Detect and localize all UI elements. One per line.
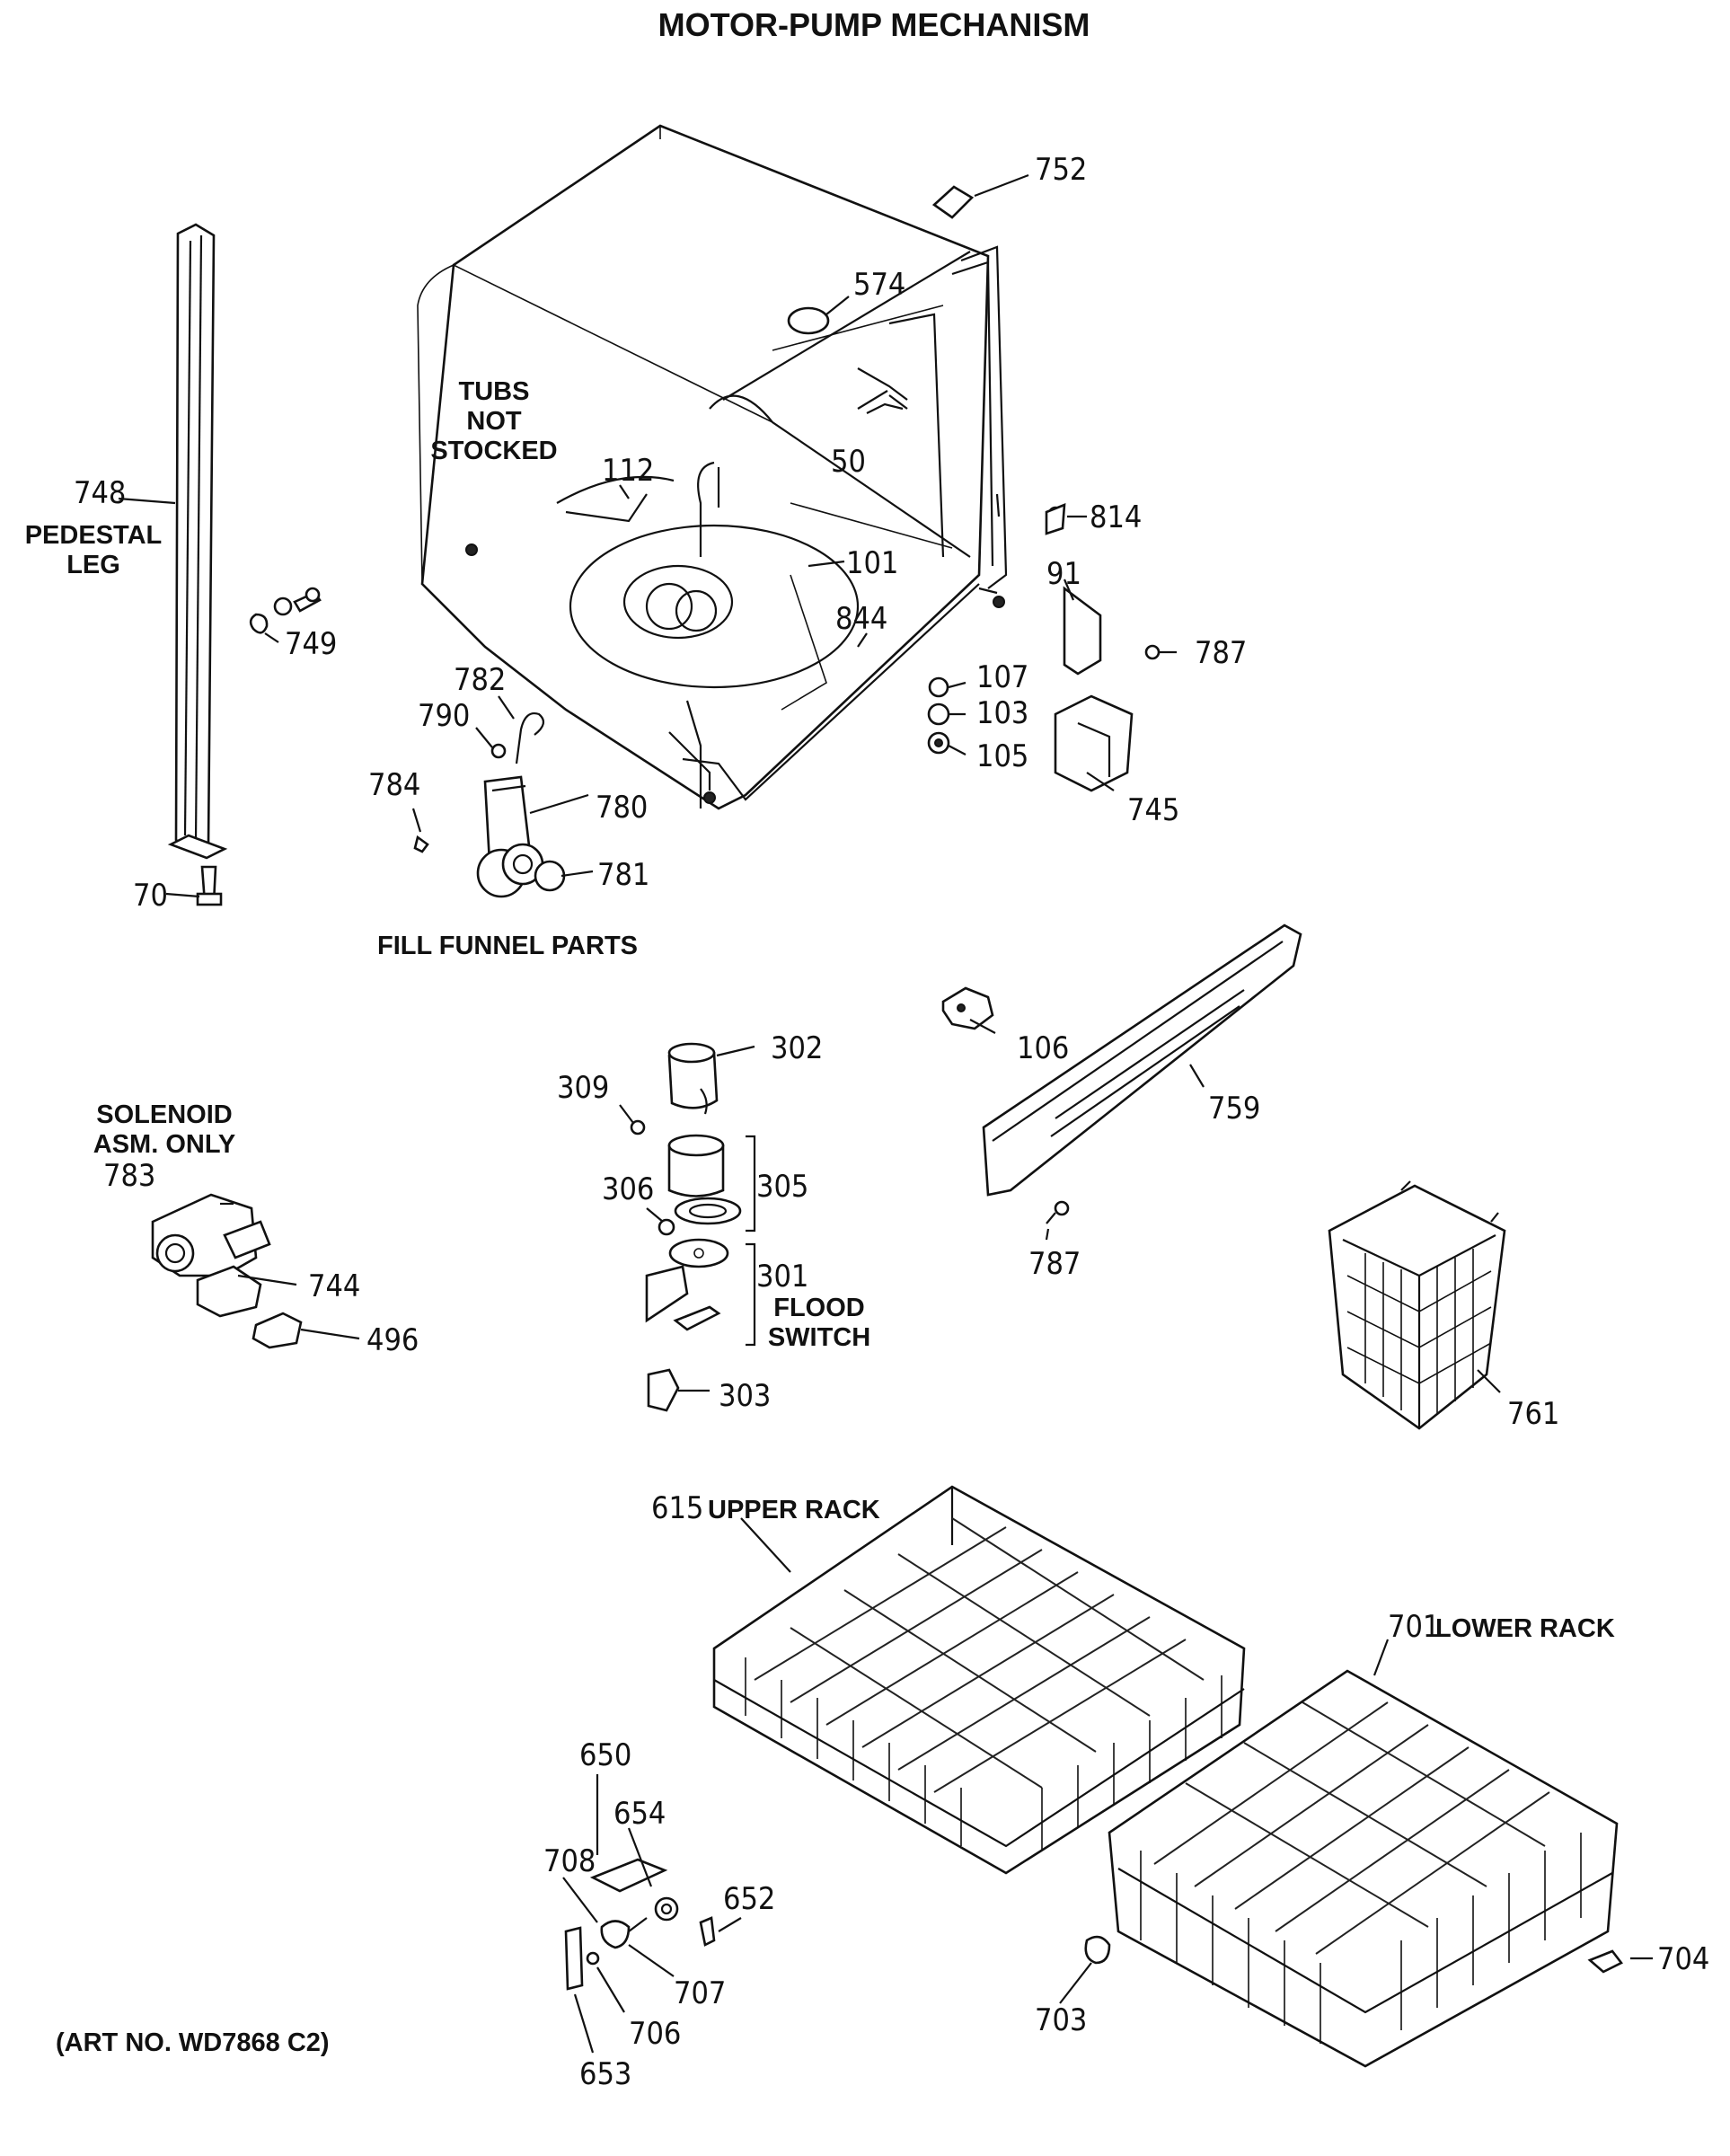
tubs-caption-line: TUBS: [459, 377, 530, 406]
silverware-basket-illustration: [1328, 1180, 1506, 1430]
tub-illustration: [417, 124, 1008, 810]
pedestal-caption-line: LEG: [66, 551, 120, 579]
part-number: 787: [1028, 1246, 1081, 1282]
fill-funnel-illustration: [413, 712, 566, 898]
upper-rack-illustration: [712, 1485, 1246, 1875]
part-number: 302: [771, 1030, 823, 1066]
part-number: 782: [454, 662, 506, 698]
flood-switch-caption-line: SWITCH: [768, 1323, 870, 1352]
part-number: 305: [756, 1169, 808, 1205]
part-number: 70: [133, 878, 168, 914]
part-number: 783: [103, 1158, 155, 1194]
part-number: 707: [674, 1975, 726, 2011]
part-number: 103: [976, 695, 1028, 731]
part-number: 107: [976, 659, 1028, 695]
part-number: 749: [285, 626, 337, 662]
part-number: 303: [719, 1378, 771, 1414]
solenoid-caption-line: ASM. ONLY: [93, 1130, 235, 1159]
part-number: 787: [1195, 635, 1247, 671]
part-number: 306: [602, 1171, 654, 1207]
solenoid-illustration: [151, 1193, 303, 1349]
part-number: 701: [1388, 1609, 1440, 1645]
leader-lines: [118, 173, 1653, 2054]
lower-rack-illustration: [1084, 1669, 1623, 2068]
tubs-caption-line: STOCKED: [430, 437, 557, 465]
art-number-caption: (ART NO. WD7868 C2): [56, 2028, 330, 2057]
part-number: 653: [579, 2056, 631, 2092]
pedestal-caption-line: PEDESTAL: [25, 521, 163, 550]
part-number: 301: [756, 1259, 808, 1294]
part-number: 814: [1090, 499, 1142, 535]
flood-switch-caption-line: FLOOD: [773, 1294, 865, 1322]
part-number: 748: [74, 475, 126, 511]
part-number: 650: [579, 1737, 631, 1773]
part-number: 105: [976, 738, 1028, 774]
part-number: 708: [543, 1843, 596, 1879]
motor-pump-illustration: [630, 1042, 756, 1412]
part-number-labels: 752 574 50 112 101 844 814 91 787 107 10…: [74, 152, 1709, 2092]
part-number: 652: [723, 1881, 775, 1917]
part-number: 780: [596, 790, 648, 826]
part-number: 112: [602, 453, 654, 489]
part-number: 574: [853, 267, 905, 303]
part-number: 706: [629, 2016, 681, 2052]
part-number: 759: [1208, 1091, 1260, 1127]
part-number: 704: [1657, 1941, 1709, 1977]
part-number: 106: [1017, 1030, 1069, 1066]
part-number: 761: [1507, 1396, 1559, 1432]
part-number: 496: [366, 1322, 419, 1358]
part-number: 745: [1127, 792, 1179, 828]
part-number: 703: [1035, 2002, 1087, 2038]
part-number: 309: [557, 1070, 609, 1106]
tub-hardware-parts: [927, 185, 1177, 792]
part-number: 784: [368, 767, 420, 803]
part-number: 654: [613, 1796, 666, 1832]
tubs-caption-line: NOT: [466, 407, 522, 436]
part-number: 615: [651, 1490, 703, 1526]
pedestal-leg-illustration: [167, 223, 322, 906]
diagram-title: MOTOR-PUMP MECHANISM: [658, 6, 1090, 43]
part-number: 790: [418, 698, 470, 734]
part-number: 844: [835, 601, 887, 637]
rack-hardware-illustration: [564, 1858, 716, 1991]
part-number: 744: [308, 1268, 360, 1304]
part-number: 50: [831, 444, 866, 480]
part-number: 101: [846, 545, 898, 581]
captions: TUBS NOT STOCKED PEDESTAL LEG FILL FUNNE…: [25, 377, 1615, 2057]
bracket-illustration: [941, 923, 1302, 1224]
solenoid-caption-line: SOLENOID: [96, 1100, 232, 1129]
part-number: 91: [1046, 556, 1081, 592]
lower-rack-caption: LOWER RACK: [1435, 1614, 1615, 1643]
part-number: 752: [1035, 152, 1087, 188]
fill-funnel-caption: FILL FUNNEL PARTS: [377, 932, 638, 960]
part-number: 781: [597, 857, 649, 893]
upper-rack-caption: UPPER RACK: [708, 1496, 880, 1524]
